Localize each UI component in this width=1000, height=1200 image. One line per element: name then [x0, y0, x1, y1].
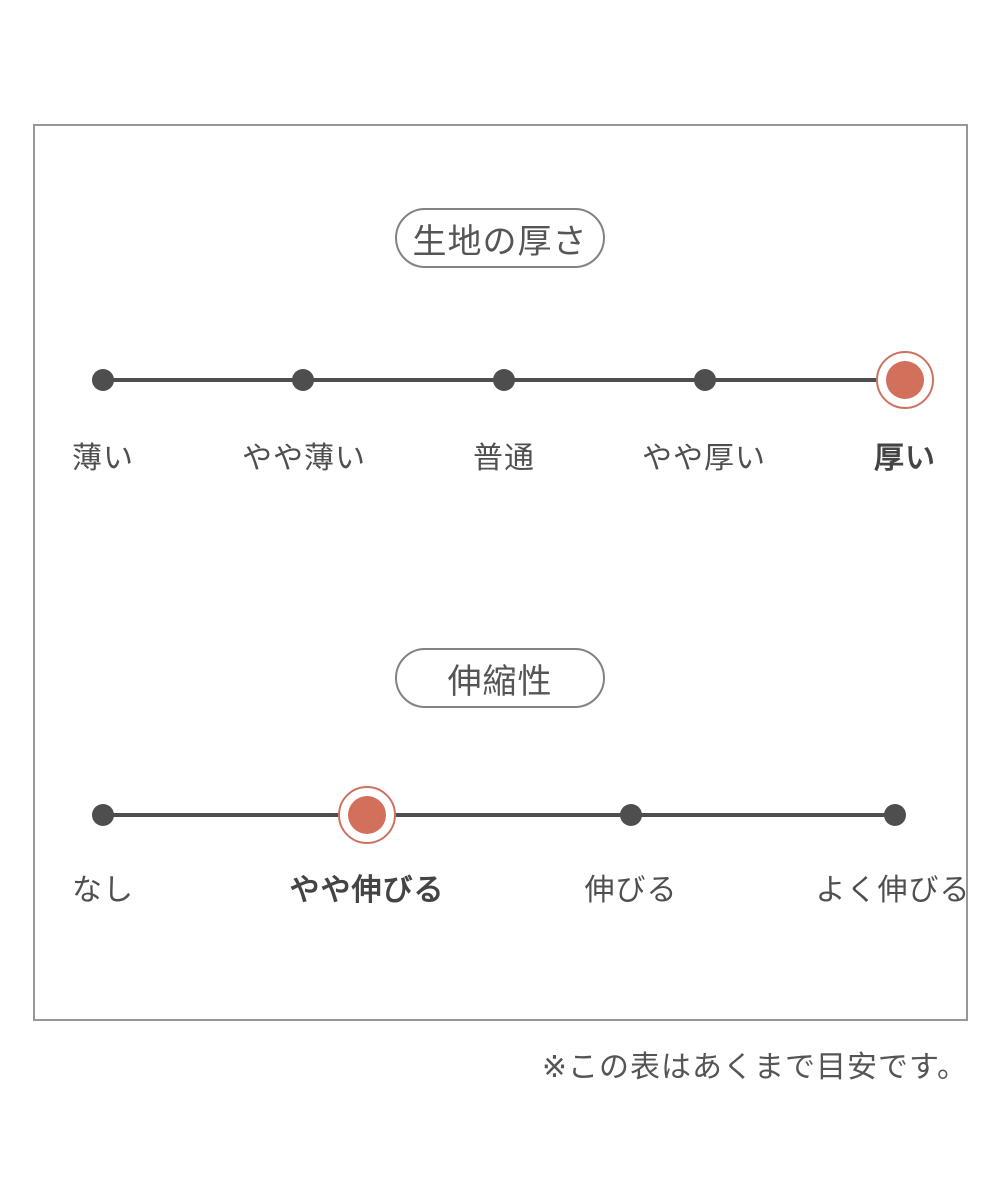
thickness-option-label-selected: 厚い	[874, 442, 936, 475]
selected-dot-fill	[348, 796, 386, 834]
scale-dot-icon	[884, 804, 906, 826]
stretch-scale-line	[103, 813, 895, 817]
stretch-option-label: なし	[72, 874, 134, 907]
selected-dot-fill	[886, 361, 924, 399]
thickness-option-label: 薄い	[72, 442, 134, 475]
thickness-option-label: やや厚い	[642, 442, 766, 475]
guide-panel	[33, 124, 968, 1021]
stretch-option-label: よく伸びる	[815, 874, 971, 907]
stretch-option-label-selected: やや伸びる	[289, 874, 445, 907]
scale-dot-icon	[493, 369, 515, 391]
disclaimer-note: ※この表はあくまで目安です。	[541, 1051, 968, 1084]
selected-dot-icon	[876, 351, 934, 409]
scale-dot-icon	[92, 804, 114, 826]
thickness-option-label: 普通	[473, 442, 535, 475]
scale-dot-icon	[292, 369, 314, 391]
scale-dot-icon	[694, 369, 716, 391]
thickness-option-label: やや薄い	[242, 442, 366, 475]
stretch-scale-title: 伸縮性	[395, 648, 605, 708]
stretch-option-label: 伸びる	[584, 874, 678, 907]
scale-dot-icon	[620, 804, 642, 826]
scale-dot-icon	[92, 369, 114, 391]
thickness-scale-title: 生地の厚さ	[395, 208, 605, 268]
selected-dot-icon	[338, 786, 396, 844]
